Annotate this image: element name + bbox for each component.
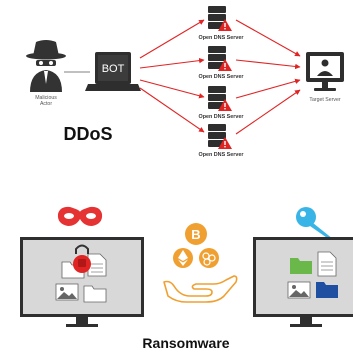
left-monitor (20, 237, 144, 327)
bot-to-server-arrows (139, 19, 205, 133)
ethereum-icon (178, 250, 188, 261)
blue-folder-icon (316, 282, 338, 298)
dns-server-3: Open DNS Server (199, 86, 245, 120)
actor-label-line1: Malicious (35, 95, 57, 101)
target-server-icon (306, 52, 344, 91)
dns-server-2: Open DNS Server (199, 46, 245, 80)
attack-arrow (139, 19, 205, 59)
server-icon (208, 86, 232, 111)
padlock-icon (73, 244, 91, 273)
bot-label: BOT (102, 63, 125, 75)
open-hand-icon (163, 275, 238, 303)
dns-server-4: Open DNS Server (199, 124, 245, 158)
actor-label-line2: Actor (40, 101, 52, 107)
crypto-coins-icon: B (173, 223, 219, 268)
ddos-title: DDoS (64, 124, 113, 144)
left-monitor-stand (66, 324, 98, 327)
server-label: Open DNS Server (199, 35, 245, 41)
target-server-label: Target Server (309, 97, 340, 103)
ransomware-title: Ransomware (142, 335, 229, 351)
dns-server-1: Open DNS Server (199, 6, 245, 41)
server-label: Open DNS Server (199, 114, 245, 120)
red-mask-icon (57, 206, 103, 226)
folder-icon (83, 285, 107, 303)
bot-laptop-icon (85, 52, 141, 91)
green-folder-icon (290, 258, 312, 274)
attack-arrow (235, 89, 301, 135)
image-icon (287, 281, 311, 299)
malicious-actor-icon (26, 40, 66, 92)
attack-arrow (235, 78, 301, 99)
server-icon (208, 124, 232, 149)
attack-arrow (235, 19, 301, 57)
right-monitor-screen (256, 240, 353, 314)
right-monitor-stand (290, 324, 322, 327)
right-monitor (253, 237, 353, 327)
attack-arrow (139, 87, 205, 133)
image-icon (55, 283, 79, 301)
attack-arrow (235, 59, 301, 70)
server-label: Open DNS Server (199, 152, 245, 158)
document-icon (87, 253, 107, 277)
server-icon (208, 6, 232, 31)
attack-arrow (139, 57, 205, 69)
server-label: Open DNS Server (199, 74, 245, 80)
document-icon (317, 251, 337, 277)
server-to-target-arrows (235, 19, 301, 135)
bitcoin-icon: B (191, 227, 200, 242)
server-icon (208, 46, 232, 71)
attack-arrow (139, 79, 205, 99)
